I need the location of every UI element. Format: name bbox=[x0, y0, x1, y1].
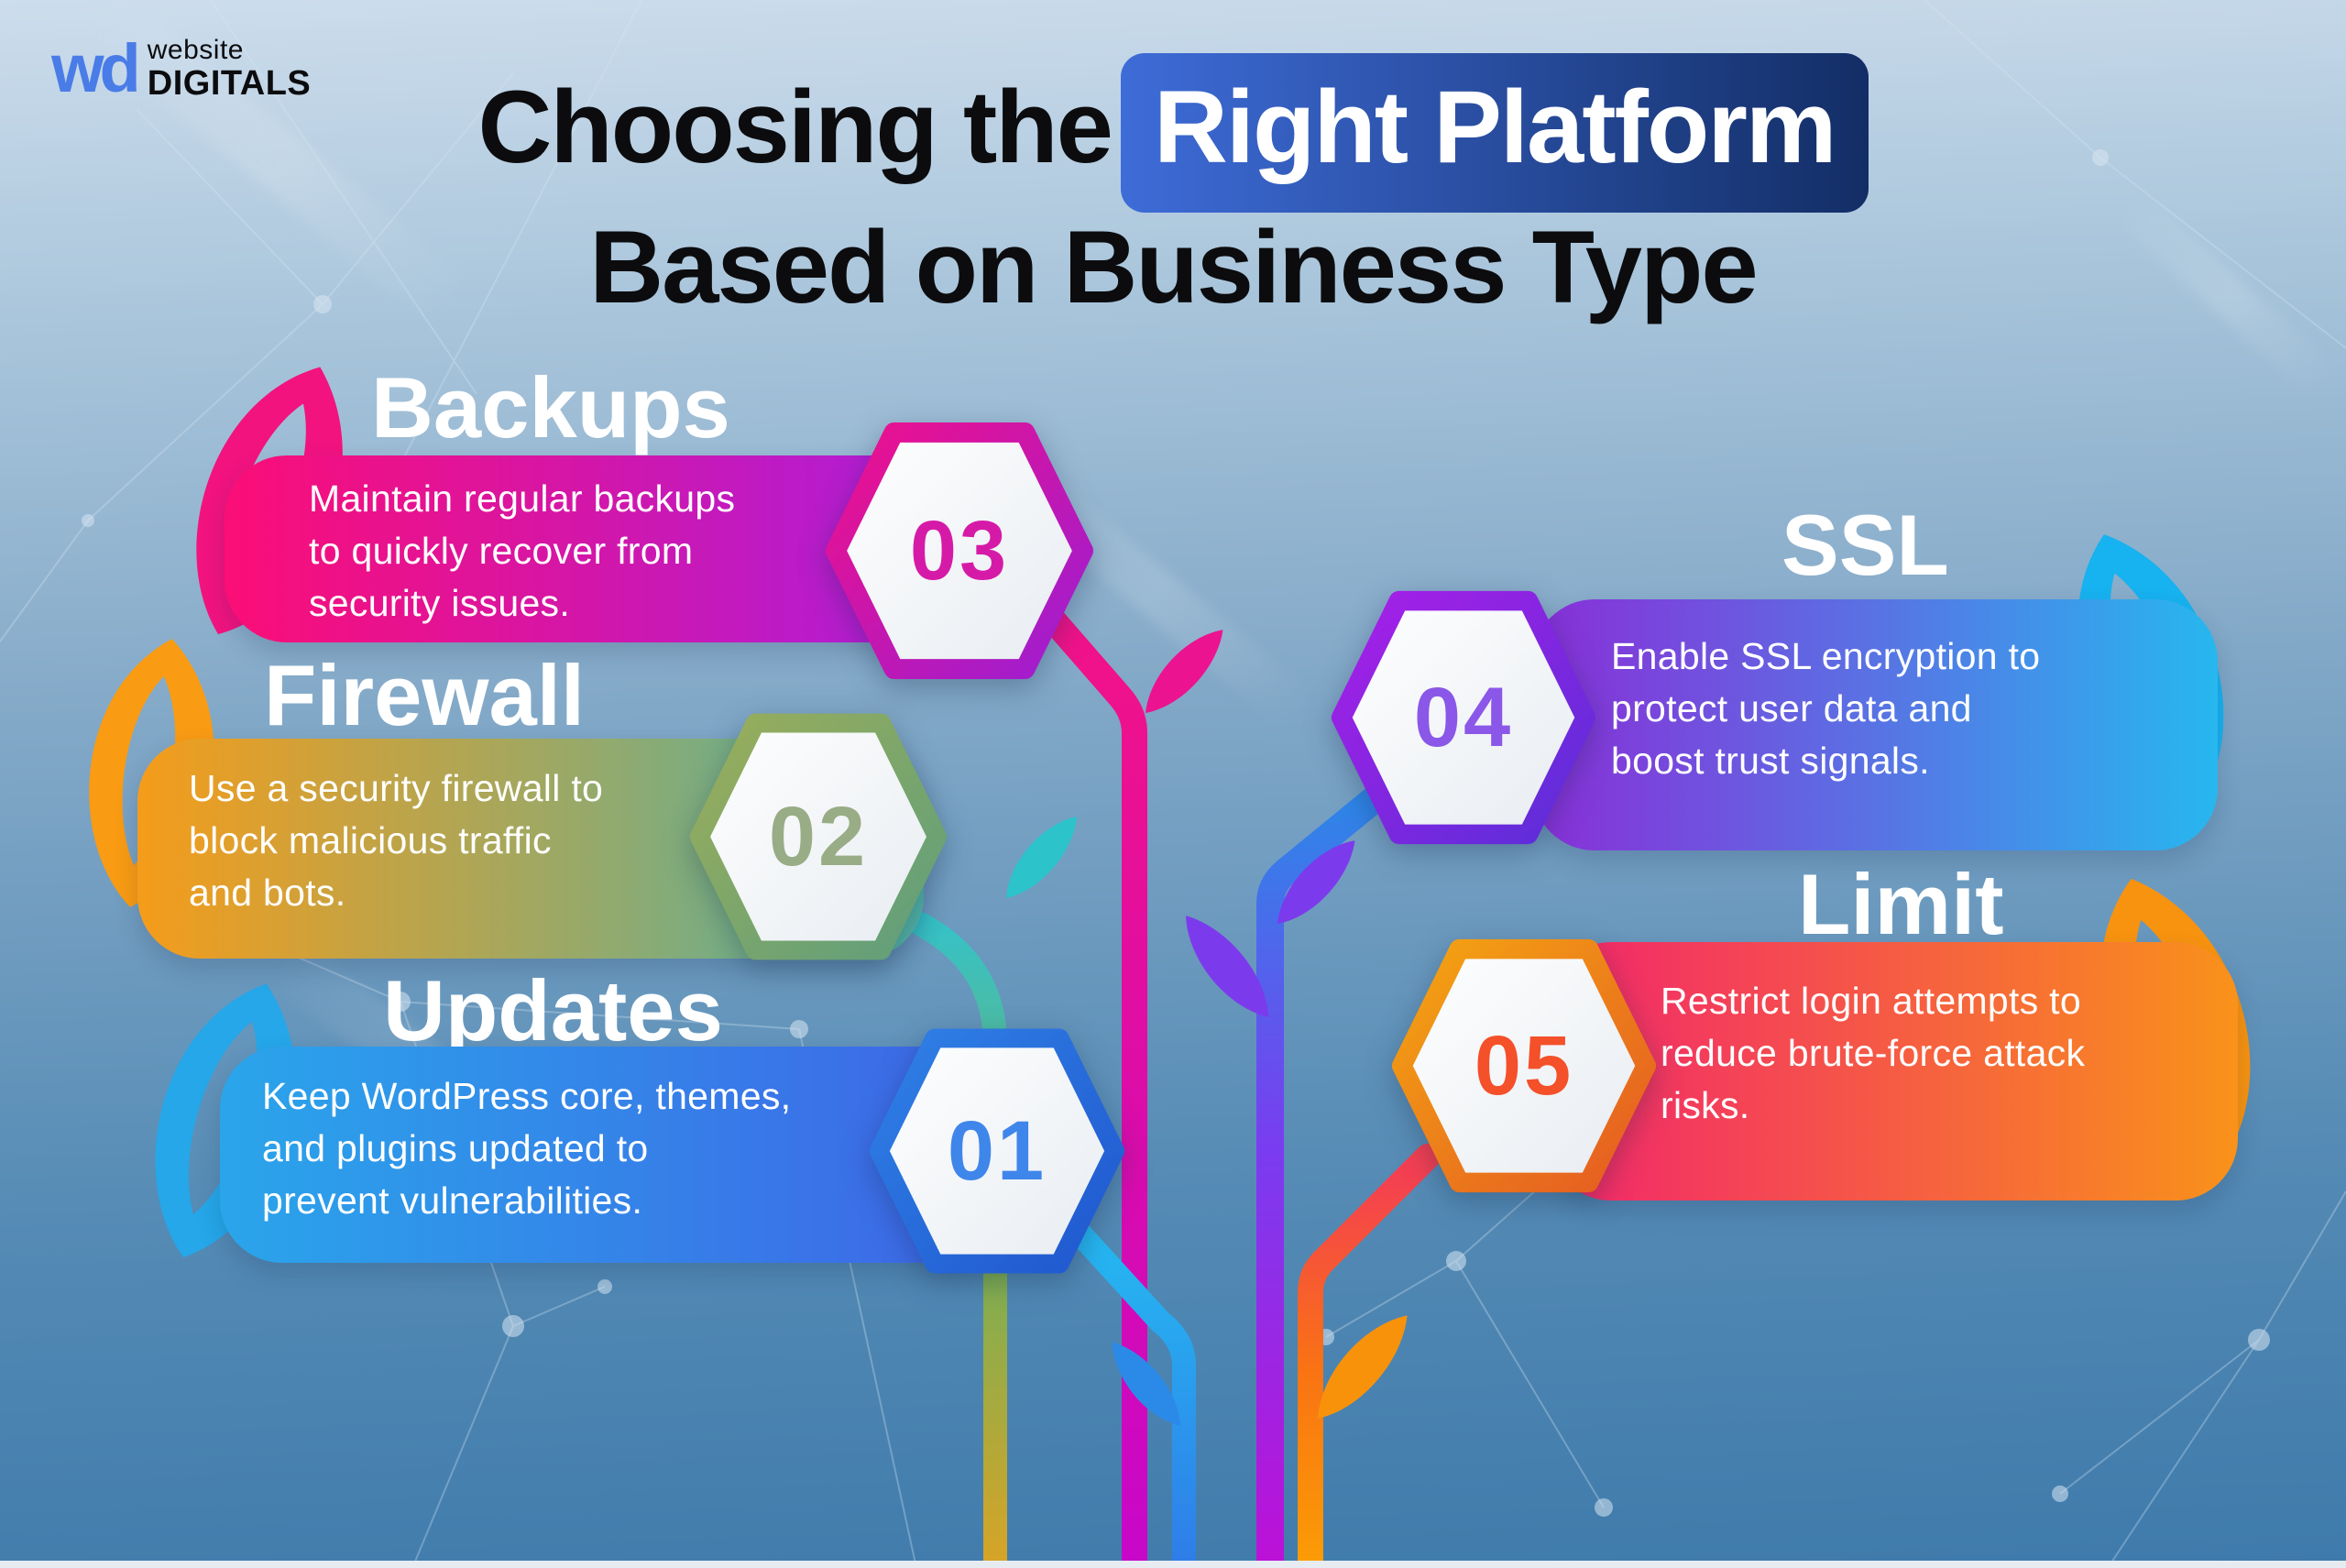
step-number: 02 bbox=[768, 789, 869, 883]
hexagon-badge: 03 bbox=[823, 418, 1096, 684]
stem-leaf-icon bbox=[1112, 1342, 1180, 1426]
brand-logo: wd website DIGITALS bbox=[51, 35, 311, 103]
stem-updates bbox=[1053, 1205, 1196, 1568]
step-card bbox=[1532, 599, 2218, 850]
logo-line2: DIGITALS bbox=[147, 64, 312, 103]
step-heading: Firewall bbox=[264, 647, 586, 743]
hexagon-badge: 02 bbox=[687, 704, 949, 970]
step-number: 05 bbox=[1474, 1018, 1574, 1113]
title-line2: Based on Business Type bbox=[589, 210, 1758, 324]
title-highlight: Right Platform bbox=[1120, 53, 1869, 213]
stem-leaf-icon bbox=[1318, 1315, 1408, 1419]
title-prefix: Choosing the bbox=[477, 70, 1113, 184]
step-heading: Updates bbox=[383, 962, 723, 1058]
hexagon-badge: 05 bbox=[1389, 933, 1659, 1199]
step-heading: Backups bbox=[371, 359, 730, 455]
bottom-strip bbox=[0, 1561, 2346, 1568]
stem-leaf-icon bbox=[1186, 916, 1268, 1017]
stem-limit bbox=[1298, 1144, 1441, 1568]
logo-line1: website bbox=[147, 35, 244, 65]
stem-leaf-icon bbox=[1006, 816, 1078, 898]
stem-ssl bbox=[1256, 776, 1399, 1568]
logo-mark-icon: wd bbox=[51, 30, 141, 106]
step-description: Keep WordPress core, themes,and plugins … bbox=[262, 1075, 792, 1222]
stem-leaf-icon bbox=[1277, 840, 1355, 924]
step-heading: SSL bbox=[1781, 497, 1949, 593]
step-card bbox=[1549, 942, 2238, 1201]
hexagon-badge: 04 bbox=[1329, 585, 1598, 850]
step-number: 03 bbox=[909, 503, 1010, 598]
step-heading: Limit bbox=[1798, 856, 2004, 952]
stem-leaf-icon bbox=[1146, 630, 1223, 713]
step-number: 01 bbox=[947, 1103, 1047, 1198]
step-number: 04 bbox=[1413, 670, 1514, 764]
stem-backups bbox=[1039, 606, 1147, 1568]
hexagon-badge: 01 bbox=[867, 1021, 1127, 1281]
logo-name: website DIGITALS bbox=[147, 35, 312, 103]
